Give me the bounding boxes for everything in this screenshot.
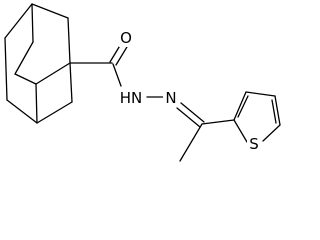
ring-double-bond (271, 99, 277, 124)
bond (233, 119, 248, 143)
bond (245, 91, 276, 97)
n-label: N (165, 89, 176, 107)
oxygen-atom: O (119, 29, 133, 47)
adamantane-cage (4, 3, 73, 124)
imine-nitrogen-atom: N (163, 88, 179, 107)
hydrazone-chain (69, 38, 235, 162)
amide-nitrogen-atom: HN (116, 88, 146, 107)
thiophene-ring (233, 91, 281, 143)
bond (35, 62, 71, 85)
bond (35, 83, 38, 124)
bond (274, 95, 281, 126)
chemical-structure-diagram: O HN N S (4, 3, 281, 162)
bond (31, 3, 34, 43)
bond (31, 3, 69, 19)
bond (67, 17, 71, 64)
bond (201, 119, 235, 125)
sulfur-atom: S (247, 134, 261, 153)
bond (14, 41, 34, 75)
oxygen-label: O (120, 29, 132, 47)
bond (6, 99, 38, 124)
ring-double-bond (237, 95, 249, 118)
bond (179, 123, 203, 162)
bond (262, 124, 281, 142)
imine-double-bond (176, 107, 201, 128)
bond (112, 63, 122, 87)
bond (233, 91, 247, 121)
imine-double-bond (180, 102, 205, 123)
bond (14, 73, 37, 85)
nh-label: HN (120, 89, 143, 107)
bond (4, 37, 8, 101)
bond (69, 62, 73, 103)
bond (4, 3, 33, 39)
bond (36, 101, 73, 124)
s-label: S (249, 135, 259, 153)
